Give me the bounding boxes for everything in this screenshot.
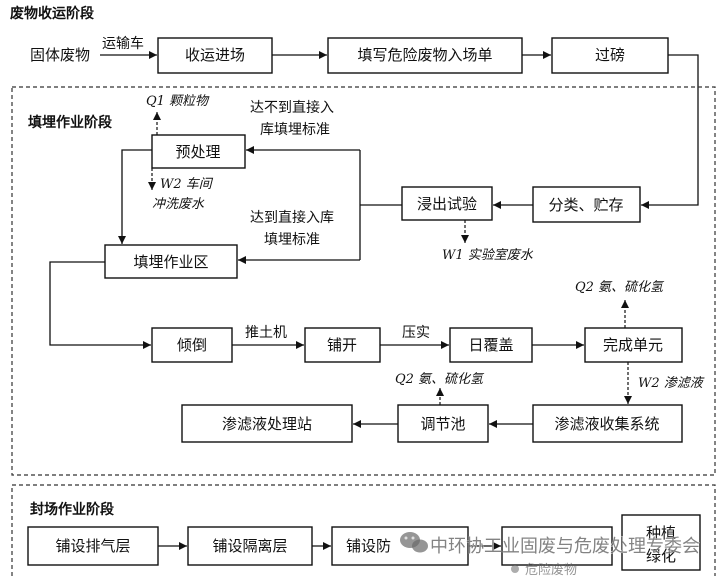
node-pretreat-label: 预处理 — [175, 143, 220, 161]
node-classify: 分类、贮存 — [532, 186, 641, 223]
node-collect: 收运进场 — [157, 37, 273, 74]
node-leach-test-label: 浸出试验 — [417, 195, 477, 213]
node-fill-form-label: 填写危险废物入场单 — [357, 46, 492, 64]
node-weigh: 过磅 — [551, 37, 669, 74]
node-regulating-pool-box — [397, 404, 489, 443]
section-title-collection: 废物收运阶段 — [10, 5, 94, 22]
watermark-text-line2: 危险废物 — [525, 562, 577, 576]
emission-label-q2-pool: Q2 氨、硫化氢 — [395, 372, 485, 387]
emission-label-q1: Q1 颗粒物 — [146, 94, 210, 109]
node-complete-unit: 完成单元 — [584, 327, 683, 363]
node-pretreat-box — [151, 134, 246, 169]
watermark-star-icon — [511, 565, 519, 573]
edge-label-not-meet-line2: 库填埋标准 — [260, 122, 330, 138]
edge-label-meet-line1: 达到直接入库 — [250, 209, 334, 226]
node-classify-label: 分类、贮存 — [548, 196, 623, 214]
node-greening-box — [621, 514, 701, 571]
node-leachate-station: 渗滤液处理站 — [181, 404, 353, 443]
node-solid-waste: 固体废物 — [30, 46, 90, 64]
edge-label-bulldozer: 推土机 — [245, 325, 287, 341]
arrow-landfill-zone-to-dump — [49, 261, 151, 349]
node-greening-label-line1: 种植 — [646, 524, 676, 542]
node-greening: 种植 绿化 — [621, 514, 701, 571]
node-leach-test: 浸出试验 — [401, 186, 493, 221]
node-spread: 铺开 — [304, 327, 381, 363]
node-leachate-station-box — [181, 404, 353, 443]
node-weigh-box — [551, 37, 669, 74]
node-daily-cover-box — [449, 327, 533, 363]
node-seepage-layer: 铺设防 — [331, 526, 469, 566]
emission-label-w2-wash-line2: 冲洗废水 — [152, 197, 205, 212]
wechat-icon — [400, 532, 428, 553]
node-landfill-zone: 填埋作业区 — [104, 244, 238, 279]
node-greening-label-line2: 绿化 — [646, 547, 676, 565]
node-seepage-layer-box — [331, 526, 469, 566]
node-complete-unit-box — [584, 327, 683, 363]
emission-label-q2-unit: Q2 氨、硫化氢 — [575, 280, 665, 295]
emission-label-w1: W1 实验室废水 — [442, 247, 534, 263]
section-border-closure — [11, 484, 716, 576]
node-spread-label: 铺开 — [327, 336, 357, 354]
node-seepage-layer-label: 铺设防 — [346, 537, 391, 555]
section-border-landfill — [11, 86, 716, 476]
node-collect-label: 收运进场 — [185, 46, 245, 64]
node-classify-box — [532, 186, 641, 223]
node-daily-cover: 日覆盖 — [449, 327, 533, 363]
emission-label-w2-wash-line1: W2 车间 — [160, 177, 214, 192]
node-landfill-zone-label: 填埋作业区 — [133, 253, 208, 271]
node-complete-unit-label: 完成单元 — [603, 336, 663, 354]
node-exhaust-layer-box — [27, 526, 159, 566]
node-daily-cover-label: 日覆盖 — [468, 336, 513, 354]
node-exhaust-layer-label: 铺设排气层 — [55, 537, 130, 555]
node-leachate-collect-box — [532, 404, 683, 443]
edge-label-not-meet-line1: 达不到直接入 — [250, 99, 334, 116]
node-leachate-station-label: 渗滤液处理站 — [222, 415, 312, 433]
watermark-text: 中环协工业固废与危废处理专委会 — [430, 536, 700, 557]
node-leachate-collect: 渗滤液收集系统 — [532, 404, 683, 443]
node-regulating-pool-label: 调节池 — [420, 415, 465, 433]
emission-label-w2-leachate: W2 渗滤液 — [638, 376, 705, 391]
node-weigh-label: 过磅 — [595, 46, 625, 64]
node-leachate-collect-label: 渗滤液收集系统 — [554, 415, 659, 433]
section-title-closure: 封场作业阶段 — [30, 501, 114, 518]
node-isolation-layer-label: 铺设隔离层 — [212, 537, 287, 555]
node-obscured-box — [501, 526, 613, 566]
node-dump-box — [151, 327, 233, 363]
node-fill-form-box — [327, 37, 523, 74]
node-landfill-zone-box — [104, 244, 238, 279]
arrow-weigh-to-classify — [641, 54, 699, 209]
node-leach-test-box — [401, 186, 493, 221]
watermark: 中环协工业固废与危废处理专委会 危险废物 — [400, 532, 700, 576]
edge-label-meet-line2: 填埋标准 — [264, 232, 320, 248]
node-isolation-layer-box — [187, 526, 313, 566]
node-isolation-layer: 铺设隔离层 — [187, 526, 313, 566]
edge-label-compact: 压实 — [402, 325, 430, 341]
arrow-pretreat-to-landfill-zone — [118, 149, 152, 244]
node-dump-label: 倾倒 — [177, 336, 207, 354]
node-pretreat: 预处理 — [151, 134, 246, 169]
node-dump: 倾倒 — [151, 327, 233, 363]
node-exhaust-layer: 铺设排气层 — [27, 526, 159, 566]
edge-label-transport: 运输车 — [102, 35, 144, 52]
node-regulating-pool: 调节池 — [397, 404, 489, 443]
node-fill-form: 填写危险废物入场单 — [327, 37, 523, 74]
section-title-landfill: 填埋作业阶段 — [28, 114, 112, 131]
